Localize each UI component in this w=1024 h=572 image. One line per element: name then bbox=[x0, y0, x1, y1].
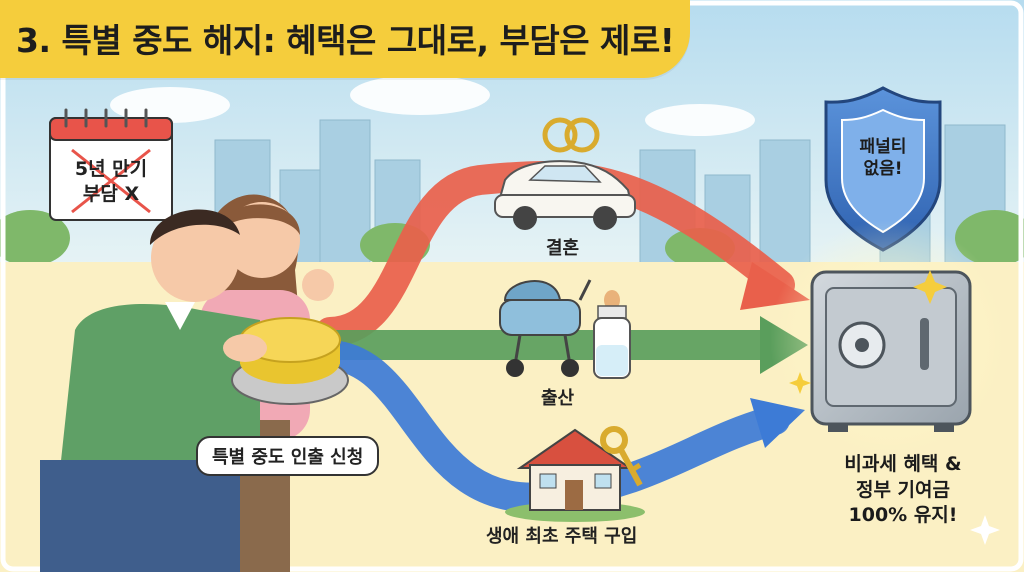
result-line2: 정부 기여금 bbox=[855, 478, 950, 501]
baby-bottle-icon bbox=[593, 290, 631, 379]
key-icon bbox=[600, 426, 643, 487]
sparkle-icon bbox=[789, 270, 1000, 545]
clouds bbox=[110, 75, 755, 136]
calendar-line2: 부담 X bbox=[82, 183, 140, 205]
house-arrow-head bbox=[750, 398, 805, 448]
calendar-icon bbox=[49, 108, 173, 221]
first-home-label: 생애 최초 주택 구입 bbox=[486, 526, 638, 547]
wedding-rings-icon bbox=[542, 117, 600, 153]
stroller-icon bbox=[499, 279, 592, 377]
pressing-hand bbox=[223, 334, 267, 362]
shield-text: 패널티 없음! bbox=[838, 136, 928, 180]
yellow-button-icon bbox=[231, 317, 349, 405]
house-icon bbox=[505, 428, 645, 522]
shield-line1: 패널티 bbox=[859, 137, 907, 157]
marriage-arrow bbox=[315, 160, 795, 347]
result-line1: 비과세 혜택 & bbox=[844, 453, 962, 475]
page-title: 3. 특별 중도 해지: 혜택은 그대로, 부담은 제로! bbox=[16, 21, 675, 60]
calendar-line1: 5년 만기 bbox=[74, 158, 148, 180]
safe-icon bbox=[810, 270, 972, 432]
result-text: 비과세 혜택 & 정부 기여금 100% 유지! bbox=[808, 452, 998, 529]
result-line3: 100% 유지! bbox=[848, 504, 958, 527]
car-icon bbox=[494, 160, 636, 230]
withdrawal-request-label: 특별 중도 인출 신청 bbox=[196, 436, 380, 476]
title-banner: 3. 특별 중도 해지: 혜택은 그대로, 부담은 제로! bbox=[0, 0, 690, 78]
marriage-label: 결혼 bbox=[546, 238, 580, 259]
birth-label: 출산 bbox=[541, 388, 575, 409]
shield-line2: 없음! bbox=[863, 159, 903, 180]
